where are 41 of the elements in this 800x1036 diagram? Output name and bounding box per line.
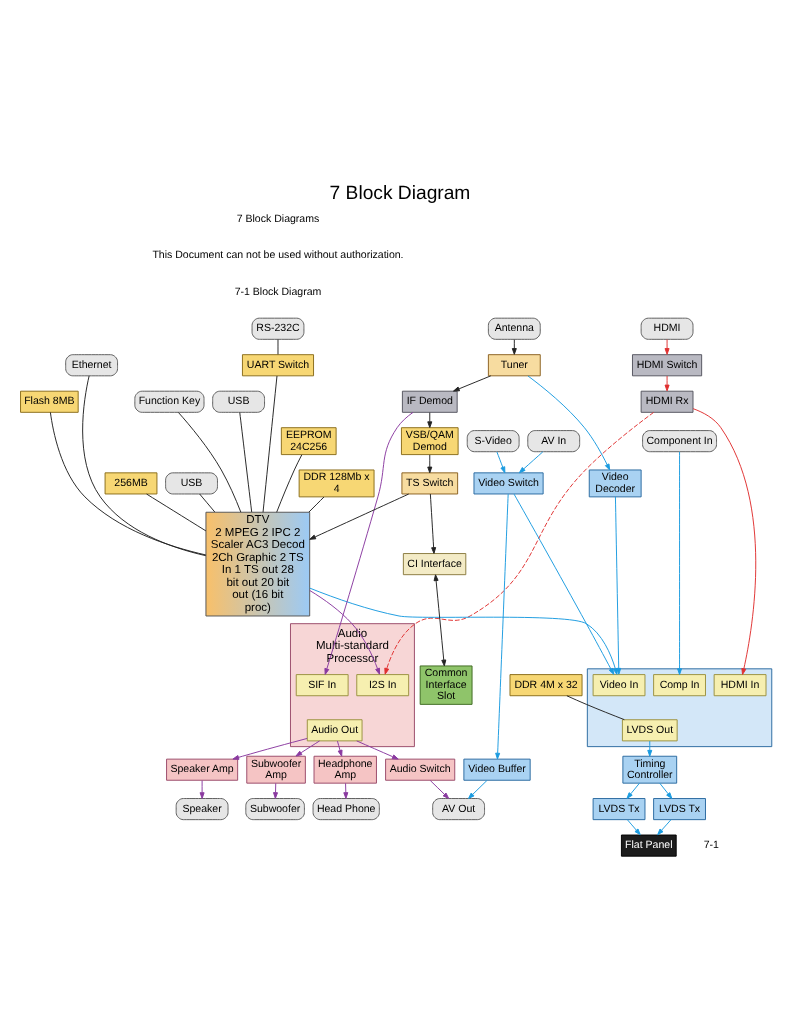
arrow [427, 454, 433, 474]
arrow [429, 780, 450, 799]
connector [178, 412, 242, 513]
arrow [496, 451, 506, 474]
arrow [513, 493, 615, 675]
arrow [433, 574, 447, 667]
arrow [657, 819, 672, 836]
connector [199, 493, 216, 513]
arrow [511, 339, 517, 355]
arrow [273, 782, 278, 799]
arrow [356, 740, 399, 760]
arrow [627, 819, 641, 836]
connector [276, 454, 303, 513]
arrow [659, 782, 673, 799]
arrow [647, 740, 653, 757]
arrow [518, 451, 544, 474]
arrow [527, 375, 611, 471]
connector [239, 412, 253, 513]
arrow [309, 493, 410, 540]
arrow [677, 451, 683, 676]
diagram-title: 7 Block Diagram [329, 183, 471, 206]
arrow [664, 375, 670, 392]
arrow [336, 740, 343, 757]
arrow [664, 339, 670, 355]
connector [277, 339, 279, 355]
arrow [324, 411, 414, 675]
connector [146, 493, 207, 532]
connector [262, 375, 278, 513]
connector [49, 411, 207, 556]
arrow [495, 493, 509, 760]
arrow [295, 740, 321, 757]
arrow [692, 408, 757, 675]
connector [308, 496, 325, 513]
arrow [453, 375, 492, 392]
arrow [232, 737, 308, 760]
arrow [309, 590, 380, 675]
arrow [343, 782, 349, 799]
arrow [468, 780, 488, 799]
arrow [199, 780, 205, 799]
arrow [626, 782, 640, 799]
arrow [429, 493, 437, 554]
